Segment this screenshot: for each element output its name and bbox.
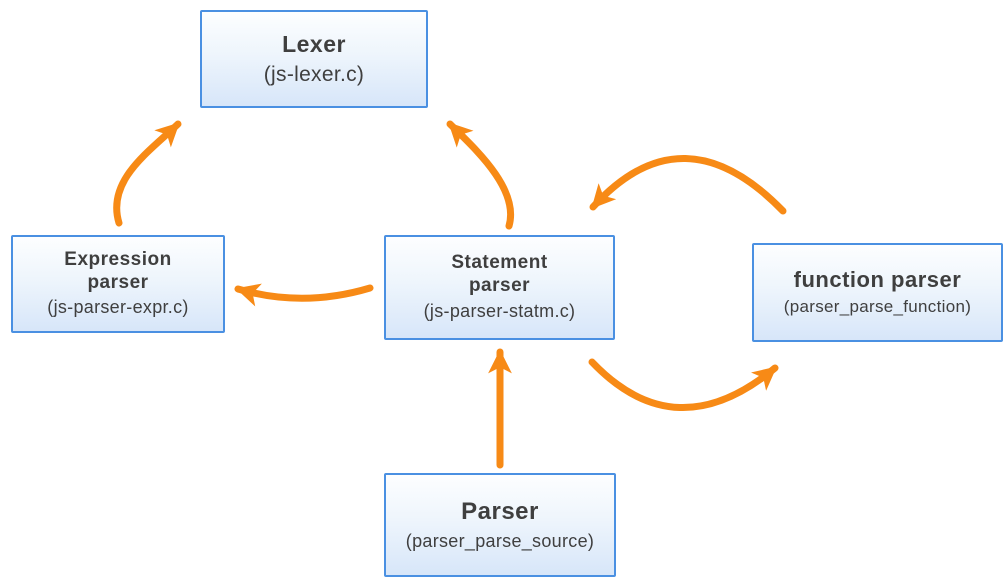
node-parser: Parser (parser_parse_source): [384, 473, 616, 577]
edge-expression-parser-to-lexer: [113, 120, 182, 227]
edge-statement-parser-to-expression-parser: [234, 283, 374, 307]
edge-statement-parser-to-function-parser: [588, 358, 779, 411]
node-function-parser: function parser (parser_parse_function): [752, 243, 1003, 342]
edge-function-parser-to-statement-parser: [589, 155, 787, 215]
node-title: Parser: [461, 497, 539, 525]
node-title: Statement parser: [451, 252, 548, 297]
node-subtitle: (js-parser-expr.c): [47, 297, 189, 318]
node-expression-parser: Expression parser (js-parser-expr.c): [11, 235, 225, 333]
node-subtitle: (parser_parse_function): [783, 297, 972, 317]
node-title: function parser: [793, 266, 962, 292]
edge-statement-parser-to-lexer: [446, 120, 515, 230]
node-title: Lexer: [282, 30, 346, 57]
node-subtitle: (js-lexer.c): [263, 62, 365, 86]
node-subtitle: (parser_parse_source): [405, 530, 595, 551]
node-lexer: Lexer (js-lexer.c): [200, 10, 428, 108]
node-statement-parser: Statement parser (js-parser-statm.c): [384, 235, 615, 340]
node-title: Expression parser: [64, 249, 172, 294]
node-subtitle: (js-parser-statm.c): [423, 301, 576, 322]
